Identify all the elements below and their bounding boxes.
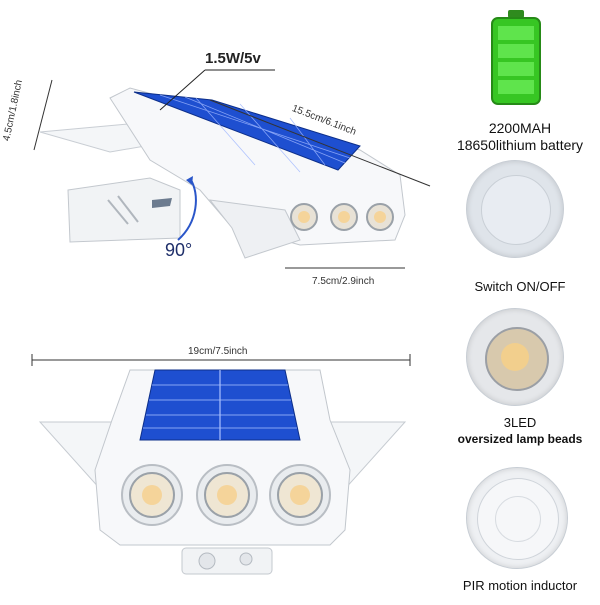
rotation-arrow xyxy=(177,177,197,241)
front-product-view xyxy=(0,330,440,600)
led-desc-text: oversized lamp beads xyxy=(457,432,583,446)
power-label: 1.5W/5v xyxy=(205,50,261,67)
switch-icon xyxy=(466,160,564,258)
angled-product-view xyxy=(0,0,440,300)
height-dim-line xyxy=(33,79,53,151)
battery-icon xyxy=(491,10,541,105)
battery-capacity-text: 2200MAH xyxy=(488,120,552,136)
front-solar-panel xyxy=(139,369,301,441)
power-leader xyxy=(159,69,206,111)
pir-text: PIR motion inductor xyxy=(462,578,578,593)
wall-bracket xyxy=(67,177,181,243)
right-wing xyxy=(208,199,301,259)
angled-led-row xyxy=(290,203,394,231)
depth-label: 7.5cm/2.9inch xyxy=(312,276,375,287)
led-icon xyxy=(466,308,564,406)
angled-lamp-illustration xyxy=(33,69,431,269)
front-lamp-illustration xyxy=(31,354,411,575)
solar-panel xyxy=(133,91,361,173)
battery-type-text: 18650lithium battery xyxy=(456,137,584,153)
sensor-base xyxy=(181,547,273,575)
pir-sensor-icon xyxy=(466,467,568,569)
front-led-row xyxy=(121,464,331,526)
width-label: 19cm/7.5inch xyxy=(188,346,248,357)
switch-text: Switch ON/OFF xyxy=(474,279,566,294)
rotation-label: 90° xyxy=(165,240,193,260)
led-count-text: 3LED xyxy=(503,415,537,430)
length-dim-line xyxy=(209,99,431,187)
